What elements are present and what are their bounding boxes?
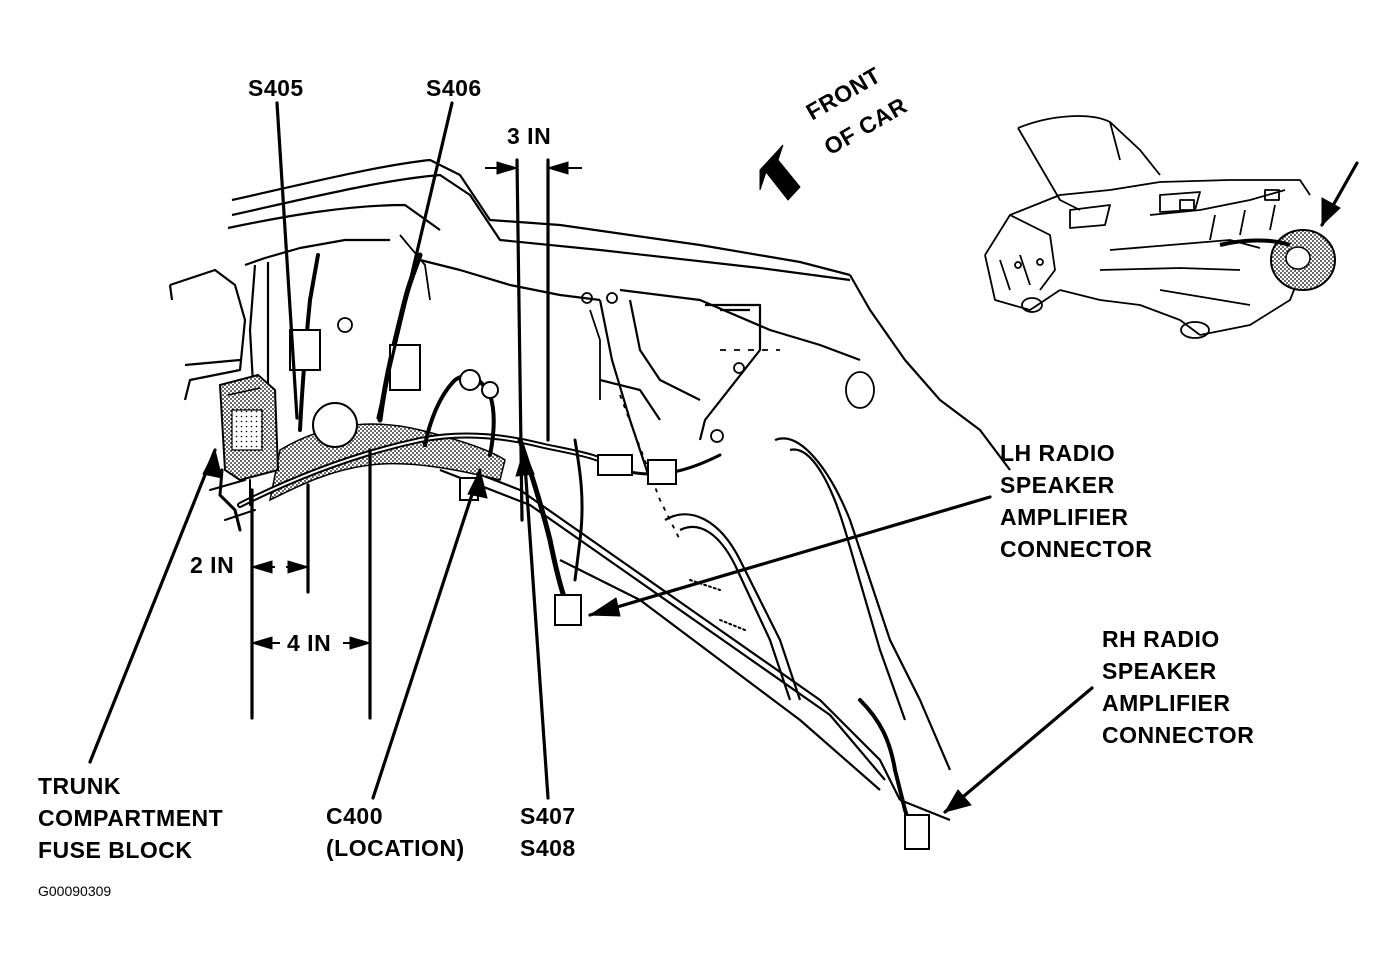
label-4-in: 4 IN — [287, 630, 332, 656]
label-c400: C400 — [326, 803, 383, 829]
label-rh-line4: CONNECTOR — [1102, 722, 1255, 748]
label-s408: S408 — [520, 835, 576, 861]
label-3-in: 3 IN — [507, 123, 552, 149]
dimension-lines — [262, 167, 582, 644]
label-s406: S406 — [426, 75, 482, 101]
trunk-body-outline — [168, 158, 1011, 822]
label-c400-location: (LOCATION) — [326, 835, 465, 861]
leader-lines — [88, 101, 1359, 814]
label-rh-line2: SPEAKER — [1102, 658, 1217, 684]
inset-car-illustration — [984, 115, 1311, 339]
label-trunk-line2: COMPARTMENT — [38, 805, 224, 831]
fuse-block — [218, 373, 280, 482]
label-rh-line3: AMPLIFIER — [1102, 690, 1231, 716]
label-lh-line4: CONNECTOR — [1000, 536, 1153, 562]
inset-spare-tire — [1219, 229, 1336, 291]
harness-wires — [209, 252, 930, 850]
label-trunk-line1: TRUNK — [38, 773, 121, 799]
label-trunk-line3: FUSE BLOCK — [38, 837, 193, 863]
label-2-in: 2 IN — [190, 552, 235, 578]
label-s405: S405 — [248, 75, 304, 101]
label-lh-line2: SPEAKER — [1000, 472, 1115, 498]
label-s407: S407 — [520, 803, 576, 829]
arrow-heads — [202, 161, 1341, 813]
label-lh-line1: LH RADIO — [1000, 440, 1116, 466]
label-lh-line3: AMPLIFIER — [1000, 504, 1129, 530]
body-details — [337, 234, 875, 541]
front-of-car-arrow — [759, 144, 801, 201]
label-rh-line1: RH RADIO — [1102, 626, 1220, 652]
figure-code: G00090309 — [38, 883, 112, 899]
